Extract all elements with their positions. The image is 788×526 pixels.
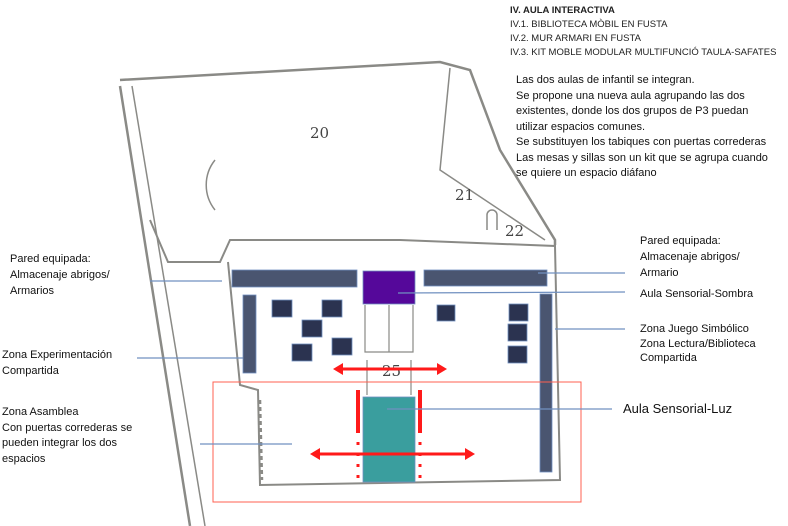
label-line: Compartida <box>640 352 697 364</box>
sensorial-dark-room <box>362 270 416 305</box>
label-line: Armario <box>640 267 679 279</box>
table <box>271 299 293 318</box>
description: Las dos aulas de infantil se integran. S… <box>516 73 768 182</box>
room-number-25: 25 <box>382 362 401 380</box>
label-line: Compartida <box>2 365 59 377</box>
sliding-door-right <box>418 390 422 433</box>
table <box>291 343 313 362</box>
description-line: se quiere un espacio diáfano <box>516 167 657 179</box>
table <box>436 304 456 322</box>
header-title: IV. AULA INTERACTIVA <box>510 5 615 16</box>
experimentation-shelf <box>242 294 257 374</box>
label-line: Zona Experimentación <box>2 349 113 361</box>
assembly-zone-outline <box>212 381 582 503</box>
header-item: IV.2. MUR ARMARI EN FUSTA <box>510 33 641 44</box>
label-line: Almacenaje abrigos/ <box>10 269 110 281</box>
left-storage-wall <box>231 269 358 288</box>
table <box>321 299 343 318</box>
label-line: Almacenaje abrigos/ <box>640 251 740 263</box>
header-item: IV.1. BIBLIOTECA MÒBIL EN FUSTA <box>510 19 668 30</box>
header-item: IV.3. KIT MOBLE MODULAR MULTIFUNCIÓ TAUL… <box>510 47 777 58</box>
table <box>331 337 353 356</box>
label-line: Zona Asamblea <box>2 406 79 418</box>
label-symbolic: Zona Juego Simbólico Zona Lectura/Biblio… <box>640 322 756 366</box>
room-number-20: 20 <box>310 124 329 142</box>
sensorial-light-room <box>362 396 416 483</box>
label-sensorial-light: Aula Sensorial-Luz <box>623 401 733 416</box>
label-assembly: Zona Asamblea Con puertas correderas se … <box>2 405 132 467</box>
label-experimentation: Zona Experimentación Compartida <box>2 347 112 379</box>
label-line: Pared equipada: <box>640 235 721 247</box>
label-left-wall: Pared equipada: Almacenaje abrigos/ Arma… <box>10 251 110 299</box>
description-line: existentes, donde los dos grupos de P3 p… <box>516 105 749 117</box>
plan-walls <box>118 60 562 526</box>
table <box>507 345 528 364</box>
description-line: Las dos aulas de infantil se integran. <box>516 74 695 86</box>
description-line: Las mesas y sillas son un kit que se agr… <box>516 151 768 164</box>
double-arrow-upper <box>333 363 447 375</box>
library-shelf <box>539 293 553 473</box>
connector-lines <box>137 272 626 445</box>
description-line: utilizar espacios comunes. <box>516 120 646 133</box>
right-storage-wall <box>423 269 548 287</box>
double-arrow-lower <box>310 448 475 460</box>
room-number-22: 22 <box>505 222 524 240</box>
label-line: pueden integrar los dos <box>2 437 117 449</box>
table <box>508 303 529 322</box>
sliding-door-left <box>356 390 360 433</box>
description-line: Se propone una nueva aula agrupando las … <box>516 89 745 102</box>
label-right-wall: Pared equipada: Almacenaje abrigos/ Arma… <box>640 233 740 281</box>
label-line: Pared equipada: <box>10 253 91 265</box>
table <box>507 323 528 342</box>
label-sensorial-dark: Aula Sensorial-Sombra <box>640 288 754 300</box>
label-line: espacios <box>2 452 46 465</box>
label-line: Con puertas correderas se <box>2 421 133 434</box>
label-line: Zona Juego Simbólico <box>640 323 749 335</box>
description-line: Se substituyen los tabiques con puertas … <box>516 136 767 148</box>
room-number-21: 21 <box>455 186 474 204</box>
label-line: Zona Lectura/Biblioteca <box>640 337 756 350</box>
table <box>301 319 323 338</box>
label-line: Armarios <box>10 285 55 297</box>
header-block: IV. AULA INTERACTIVA IV.1. BIBLIOTECA MÒ… <box>510 4 776 60</box>
